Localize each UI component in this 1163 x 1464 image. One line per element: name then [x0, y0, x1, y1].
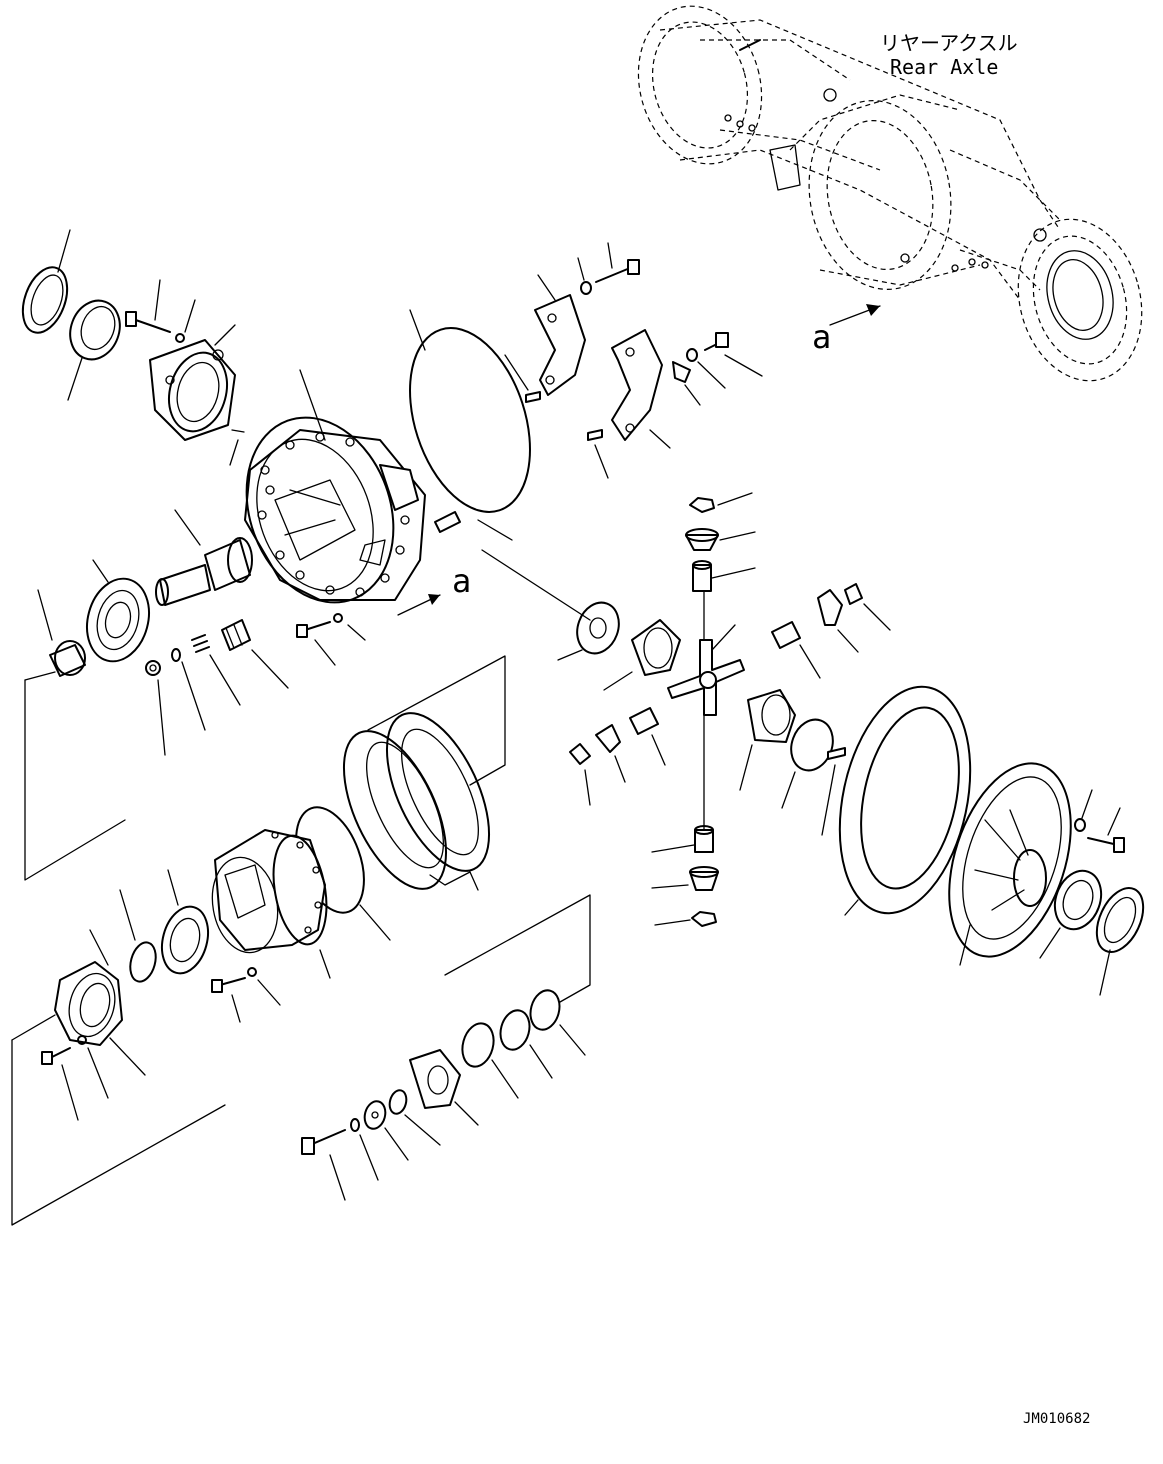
differential-case-half	[948, 762, 1072, 966]
bolt-case-right	[1087, 807, 1125, 853]
washer-cover	[77, 1035, 109, 1099]
bushing-right	[771, 621, 821, 679]
washer-left-small	[569, 743, 591, 806]
retainer-washer-coupling	[363, 1100, 409, 1161]
bearing-race-right	[1039, 869, 1103, 959]
thrust-washer-left	[557, 601, 620, 661]
snap-ring-coupling	[499, 1009, 553, 1079]
seal-ring-coupling	[529, 989, 586, 1056]
lock-plate-cap	[672, 361, 701, 406]
brake-disc-pack	[342, 712, 491, 891]
bearing-race-top	[67, 299, 121, 401]
washer-carrier	[333, 613, 366, 641]
washer-small-1	[171, 648, 206, 731]
coupling-flange	[409, 1049, 479, 1126]
spring-1	[191, 634, 241, 706]
reference-a-top: a	[812, 318, 831, 356]
washer-brake	[247, 967, 281, 1006]
bushing-bottom	[651, 825, 714, 853]
pinion-gear	[155, 509, 253, 606]
side-pinion-left	[595, 724, 626, 783]
spider	[667, 624, 745, 716]
washer-case-right	[1074, 789, 1093, 832]
dowel-pin-carrier	[434, 511, 513, 541]
bearing-cap-1	[534, 274, 586, 396]
bolt-brake	[211, 977, 246, 1023]
bushing-left	[629, 707, 666, 766]
o-ring-large	[409, 309, 531, 513]
bracket-lines	[11, 549, 591, 1226]
rear-axle-housing: リヤーアクスル Rear Axle a	[637, 5, 1143, 382]
bushing-top	[692, 560, 756, 592]
washer-bottom	[654, 911, 717, 927]
pin-right	[821, 747, 846, 836]
side-pinion-right	[817, 589, 859, 653]
oil-seal-top	[21, 229, 71, 334]
pinion-mate-gear-bottom	[651, 866, 719, 891]
bearing-right	[1095, 887, 1145, 996]
bearing-cap-2	[611, 329, 671, 449]
washer-cage-1	[175, 299, 196, 343]
reference-a-mid: a	[452, 562, 471, 600]
washer-coupling	[350, 1118, 379, 1181]
bearing-brake	[160, 869, 210, 975]
assembly-name-jp: リヤーアクスル	[880, 31, 1018, 55]
nut-small-1	[145, 660, 166, 756]
spacer-brake	[119, 889, 157, 983]
pinion-bearing	[86, 559, 150, 663]
spacer-collar	[37, 589, 86, 677]
bolt-cover	[41, 1047, 79, 1121]
washer-cap-1	[577, 257, 592, 295]
side-gear-left	[603, 619, 681, 691]
bolt-cap-1	[595, 242, 640, 283]
ring-gear	[838, 685, 972, 916]
reference-arrow-a: a	[397, 562, 471, 616]
o-ring-small-coupling	[388, 1089, 441, 1146]
bolt-carrier	[296, 621, 336, 666]
dust-seal-coupling	[461, 1022, 519, 1099]
washer-cap-2	[686, 348, 726, 389]
assembly-name-en: Rear Axle	[890, 55, 998, 79]
drawing-number: JM010682	[1023, 1411, 1090, 1427]
bearing-cage	[149, 324, 245, 466]
differential-carrier	[244, 369, 426, 604]
pin-cap-1	[504, 354, 541, 403]
washer-right	[844, 583, 891, 631]
spring-2	[221, 619, 289, 689]
bolt-cage-1	[125, 279, 171, 333]
pin-cap-2	[587, 429, 609, 479]
brake-housing	[211, 829, 331, 979]
cover-plate	[54, 929, 146, 1076]
washer-top	[689, 492, 753, 513]
bolt-coupling	[301, 1129, 346, 1201]
side-gear-right	[739, 689, 796, 791]
bolt-cap-2	[704, 332, 763, 377]
pinion-mate-gear-top	[685, 528, 756, 551]
